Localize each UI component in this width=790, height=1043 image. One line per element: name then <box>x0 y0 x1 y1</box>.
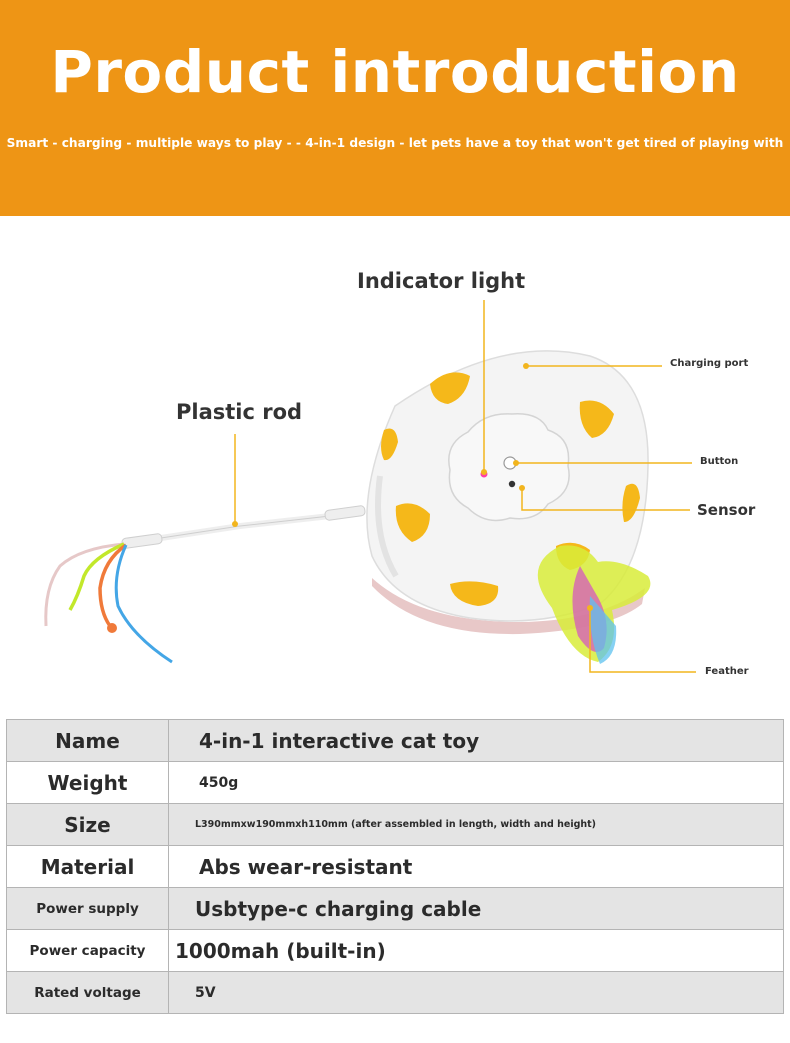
spec-table: Name 4-in-1 interactive cat toy Weight 4… <box>6 719 784 1014</box>
feather-label: Feather <box>705 666 749 677</box>
table-row: Power capacity 1000mah (built-in) <box>6 929 784 972</box>
toy-string <box>114 544 173 664</box>
charging-port-label: Charging port <box>670 358 749 369</box>
toy-string <box>98 543 128 628</box>
table-row: Weight 450g <box>6 761 784 804</box>
spec-value: 1000mah (built-in) <box>168 929 784 972</box>
plastic-rod-label: Plastic rod <box>176 400 303 424</box>
spec-key: Name <box>6 719 169 762</box>
spec-value: Abs wear-resistant <box>168 845 784 888</box>
banner-subtitle: Smart - charging - multiple ways to play… <box>6 136 784 150</box>
spec-value: 450g <box>168 761 784 804</box>
table-row: Size L390mmxw190mmxh110mm (after assembl… <box>6 803 784 846</box>
spec-key: Power capacity <box>6 929 169 972</box>
toy-hole <box>450 581 499 606</box>
button-label: Button <box>700 456 739 467</box>
intro-banner: Product introduction Smart - charging - … <box>0 0 790 216</box>
spec-value: 4-in-1 interactive cat toy <box>168 719 784 762</box>
banner-title: Product introduction <box>50 38 740 106</box>
table-row: Material Abs wear-resistant <box>6 845 784 888</box>
indicator-light-label: Indicator light <box>357 269 526 293</box>
spec-value: Usbtype-c charging cable <box>168 887 784 930</box>
sensor-label: Sensor <box>697 501 756 519</box>
spec-key: Size <box>6 803 169 846</box>
toy-string <box>68 542 125 611</box>
sensor-icon <box>508 480 516 488</box>
toy-hole <box>430 372 470 404</box>
toy-string <box>44 542 125 627</box>
toy-hole <box>622 483 640 522</box>
spec-value: L390mmxw190mmxh110mm (after assembled in… <box>168 803 784 846</box>
table-row: Name 4-in-1 interactive cat toy <box>6 719 784 762</box>
toy-hole <box>579 400 614 438</box>
table-row: Rated voltage 5V <box>6 971 784 1014</box>
spec-key: Material <box>6 845 169 888</box>
spec-key: Rated voltage <box>6 971 169 1014</box>
cat-toy-image <box>44 300 696 673</box>
table-row: Power supply Usbtype-c charging cable <box>6 887 784 930</box>
toy-hole <box>381 428 398 461</box>
toy-hole <box>395 503 430 542</box>
spec-value: 5V <box>168 971 784 1014</box>
spec-key: Weight <box>6 761 169 804</box>
spec-key: Power supply <box>6 887 169 930</box>
product-illustration: Indicator light Plastic rod Charging por… <box>0 216 790 716</box>
